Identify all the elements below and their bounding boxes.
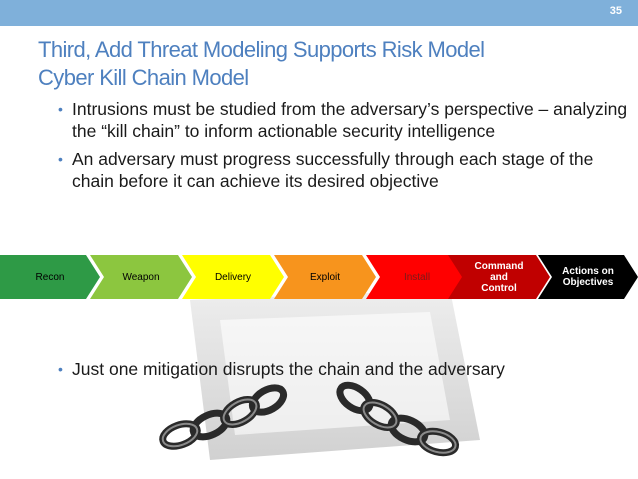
chain-step-weapon: Weapon [90,255,192,299]
chain-step-install: Install [366,255,468,299]
bullet-dot-icon: • [58,361,63,377]
slide-title: Third, Add Threat Modeling Supports Risk… [38,36,628,92]
bullet-text: An adversary must progress successfully … [72,149,594,191]
bullet-list: • Intrusions must be studied from the ad… [58,98,628,198]
bullet-text: Just one mitigation disrupts the chain a… [72,359,505,379]
chain-step-label: Install [403,271,431,283]
chain-step-label: Recon [35,271,65,283]
broken-chain-icon [159,290,480,460]
slide-number: 35 [609,5,622,17]
chain-step-label: Command and Control [474,260,524,294]
bullet-item: • An adversary must progress successfull… [58,148,628,192]
chain-step-recon: Recon [0,255,100,299]
bullet-dot-icon: • [58,151,63,167]
title-line-2: Cyber Kill Chain Model [38,65,249,90]
chain-step-command-and-control: Command and Control [448,255,550,299]
chain-step-exploit: Exploit [274,255,376,299]
chain-step-label: Exploit [309,271,340,283]
title-line-1: Third, Add Threat Modeling Supports Risk… [38,37,485,62]
bullet-list-bottom: • Just one mitigation disrupts the chain… [58,358,628,386]
chain-step-label: Delivery [214,271,252,283]
chain-step-actions-on-objectives: Actions on Objectives [538,255,638,299]
header-bar: 35 [0,0,638,26]
kill-chain-diagram: Recon Weapon Delivery Exploit Install Co… [0,255,638,299]
bullet-dot-icon: • [58,101,63,117]
chain-step-label: Weapon [122,271,160,283]
bullet-item: • Intrusions must be studied from the ad… [58,98,628,142]
chain-step-delivery: Delivery [182,255,284,299]
chain-step-label: Actions on Objectives [562,266,614,288]
bullet-item: • Just one mitigation disrupts the chain… [58,358,628,380]
bullet-text: Intrusions must be studied from the adve… [72,99,628,141]
